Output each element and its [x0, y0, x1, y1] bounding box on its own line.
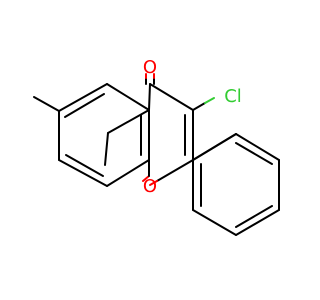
bond-o1-c8a-red: [142, 175, 150, 182]
bond-c4-c3: [149, 83, 194, 111]
ring-oxygen-label: O: [143, 176, 157, 197]
bond-benzo-1-inner: [64, 93, 105, 118]
molecule-diagram: O Cl O: [33, 57, 280, 236]
bond-ph-6: [192, 133, 237, 161]
bond-benzo-4: [104, 132, 109, 166]
bond-ph-1-inner: [235, 142, 273, 165]
bond-c4-c4a: [148, 83, 151, 111]
bond-o1-c2-red: [149, 180, 158, 186]
bond-benzo-2: [106, 83, 150, 111]
structure-svg: O Cl O: [33, 57, 280, 236]
bond-benzo-7: [106, 159, 150, 187]
bond-benzo-3: [107, 109, 150, 134]
bond-ccl-green: [204, 97, 215, 104]
bond-methyl: [33, 96, 60, 112]
bond-ph-1: [235, 133, 280, 161]
bond-benzo-6: [58, 159, 108, 187]
bond-benzo-6-inner: [65, 154, 104, 177]
bond-c2-o1: [156, 159, 194, 182]
chlorine-label: Cl: [224, 86, 242, 107]
bond-ph-3: [235, 209, 280, 236]
carbonyl-oxygen-label: O: [143, 57, 157, 78]
bond-benzo-1: [58, 83, 108, 112]
bond-ccl-black: [192, 102, 206, 111]
bond-ph-3-inner: [235, 205, 273, 228]
bond-ph-4: [192, 209, 237, 236]
